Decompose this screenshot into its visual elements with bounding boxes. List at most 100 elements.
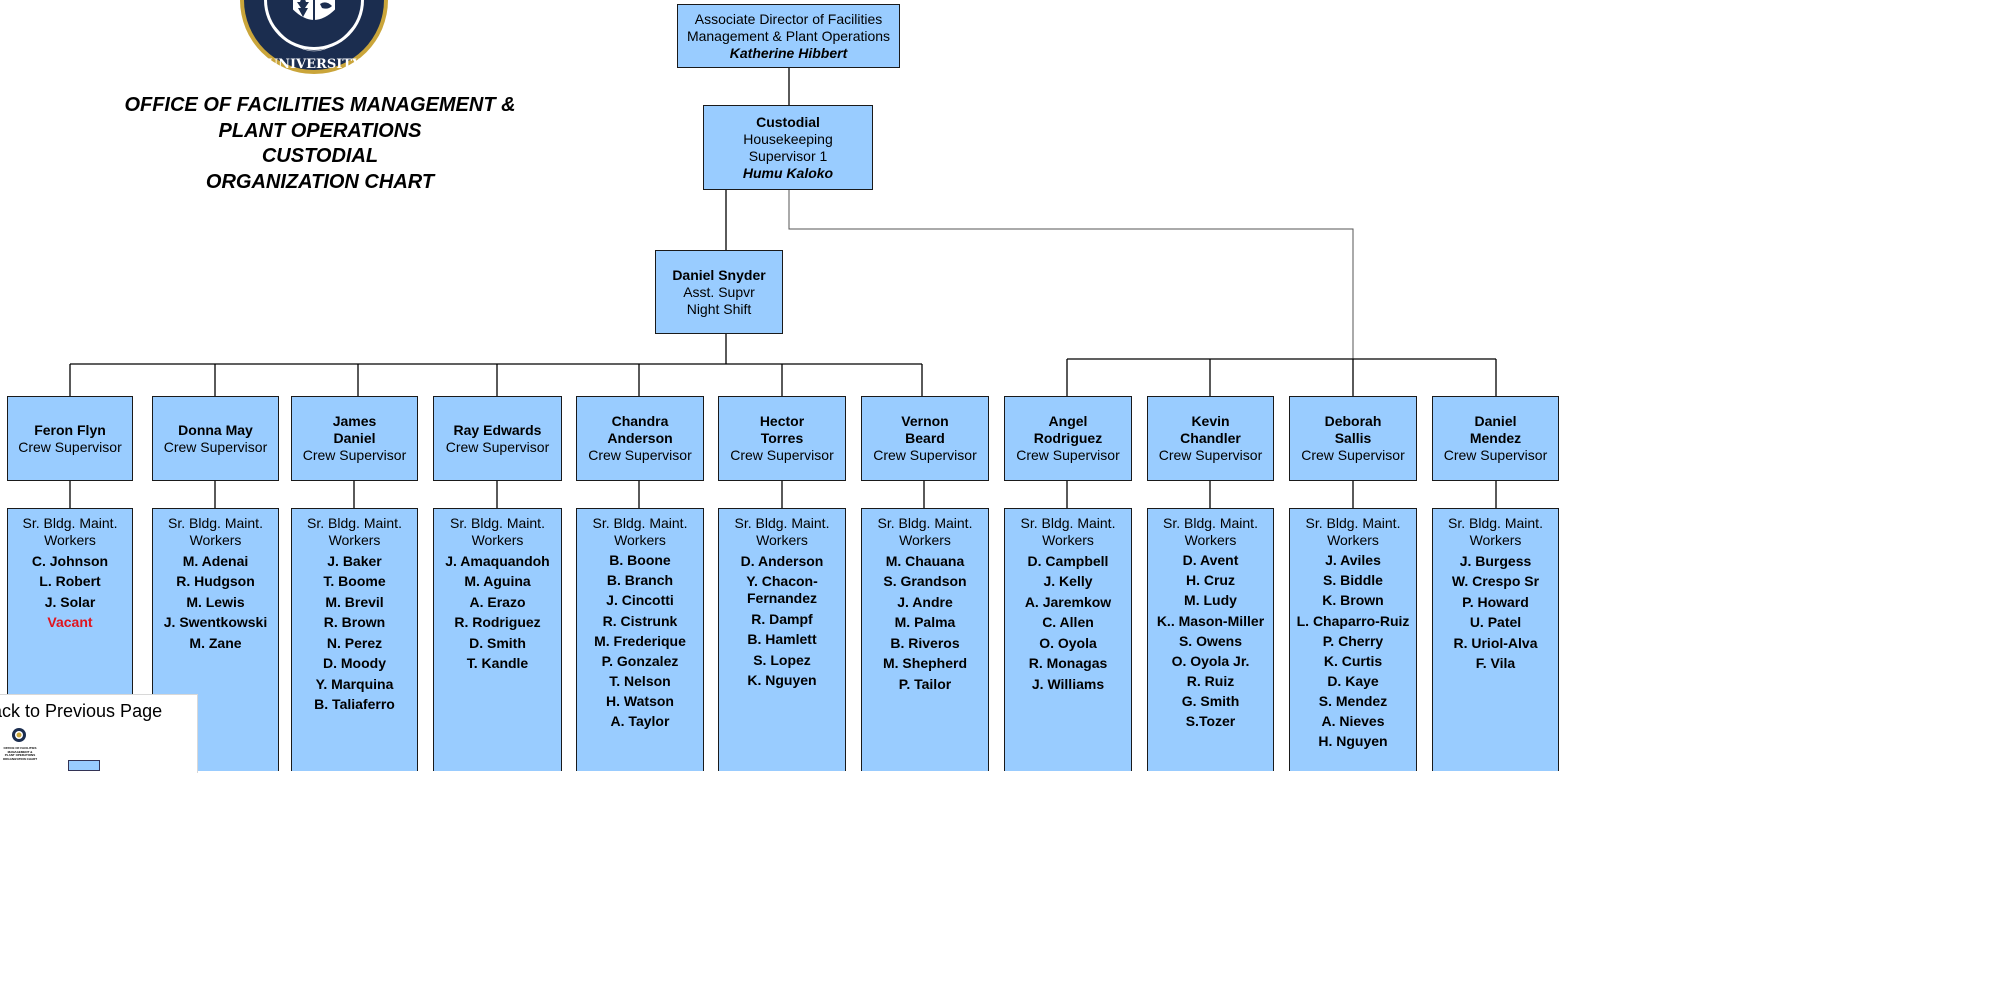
worker-name: P. Tailor [898, 675, 952, 692]
custodial-dept: Custodial [756, 113, 820, 130]
supervisor-name: Angel Rodriguez [1033, 413, 1103, 446]
supervisor-name: Daniel Mendez [1469, 413, 1522, 446]
supervisor-role: Crew Supervisor [1301, 447, 1405, 463]
worker-name: A. Erazo [469, 593, 526, 610]
worker-name: J. Baker [327, 552, 382, 569]
supervisor-name: James Daniel [332, 413, 377, 446]
night-shift-name: Daniel Snyder [672, 266, 766, 283]
thumbnail-box [68, 760, 100, 771]
worker-name: S. Owens [1178, 632, 1242, 649]
worker-name: O. Oyola Jr. [1171, 652, 1250, 669]
title-line-1: OFFICE OF FACILITIES MANAGEMENT & [124, 94, 516, 116]
worker-name: R. Brown [323, 614, 386, 630]
supervisor-role: Crew Supervisor [18, 438, 122, 455]
supervisor-name: Ray Edwards [453, 421, 542, 438]
team-header: Sr. Bldg. Maint. Workers [592, 515, 688, 548]
night-shift-shift: Night Shift [686, 300, 752, 317]
worker-name: K. Curtis [1323, 652, 1383, 669]
worker-name: K. Nguyen [747, 672, 817, 688]
worker-name: T. Boome [323, 573, 386, 589]
worker-name: J. Solar [44, 593, 96, 610]
supervisor-role: Crew Supervisor [1443, 447, 1548, 463]
worker-name: K.. Mason-Miller [1156, 612, 1265, 629]
worker-name: J. Swentkowski [163, 614, 268, 630]
worker-name: B. Boone [609, 552, 671, 569]
worker-name: H. Cruz [1185, 572, 1235, 589]
worker-name: J. Williams [1031, 675, 1105, 692]
supervisor-role: Crew Supervisor [445, 438, 550, 455]
thumb-line-3: ORGANIZATION CHART [2, 756, 38, 761]
custodial-title-line-1: Housekeeping [743, 130, 833, 147]
worker-name: J. Burgess [1459, 552, 1532, 569]
team-header: Sr. Bldg. Maint. Workers [734, 515, 830, 548]
worker-name: A. Jaremkow [1024, 593, 1112, 610]
worker-name: Y. Chacon-Fernandez [746, 573, 818, 606]
worker-name: M. Lewis [186, 593, 245, 610]
university-seal-logo: UNIVERSITY [240, 0, 388, 80]
worker-name: B. Hamlett [747, 631, 817, 647]
connector-lines [69, 68, 1497, 508]
supervisor-role: Crew Supervisor [730, 447, 834, 463]
worker-name: R. Monagas [1028, 655, 1108, 671]
worker-name: T. Kandle [466, 655, 529, 671]
worker-name: D. Avent [1182, 552, 1239, 569]
worker-name: Y. Marquina [315, 675, 394, 692]
worker-name: K. Brown [1322, 592, 1384, 609]
worker-name: D. Moody [323, 655, 386, 671]
worker-name: M. Adenai [182, 552, 249, 569]
director-title-line-2: Management & Plant Operations [686, 27, 891, 44]
worker-name: J. Aviles [1325, 552, 1381, 569]
worker-name: M. Frederique [594, 632, 686, 649]
worker-name: S. Mendez [1318, 692, 1388, 709]
supervisor-name: Deborah Sallis [1324, 413, 1382, 446]
worker-name: D. Smith [469, 634, 526, 651]
supervisor-role: Crew Supervisor [302, 447, 407, 463]
worker-name: Vacant [47, 614, 93, 630]
back-link-label: ack to Previous Page [0, 701, 163, 721]
worker-name: S. Lopez [753, 651, 811, 668]
director-name: Katherine Hibbert [729, 44, 848, 61]
supervisor-role: Crew Supervisor [1158, 447, 1263, 463]
supervisor-role: Crew Supervisor [873, 447, 977, 463]
worker-name: A. Taylor [610, 713, 670, 730]
worker-name: M. Ludy [1184, 592, 1237, 609]
supervisor-role: Crew Supervisor [163, 438, 268, 455]
team-header: Sr. Bldg. Maint. Workers [1020, 515, 1116, 548]
night-shift-box: Daniel Snyder Asst. Supvr Night Shift [655, 250, 783, 334]
thumbnail-title: OFFICE OF FACILITIES MANAGEMENT & PLANT … [0, 746, 40, 761]
worker-name: B. Taliaferro [314, 696, 395, 712]
director-title-line-1: Associate Director of Facilities [694, 10, 883, 27]
worker-name: R. Dampf [751, 610, 813, 627]
worker-name: P. Howard [1462, 593, 1529, 610]
custodial-name: Humu Kaloko [742, 164, 834, 181]
supervisor-name: Chandra Anderson [607, 413, 673, 446]
worker-name: G. Smith [1181, 692, 1240, 709]
seal-text: UNIVERSITY [267, 57, 362, 72]
worker-name: W. Crespo Sr [1451, 573, 1540, 589]
worker-name: A. Nieves [1321, 713, 1385, 730]
supervisor-name: Feron Flyn [34, 421, 106, 438]
supervisor-name: Donna May [178, 421, 253, 438]
worker-name: D. Anderson [740, 552, 824, 569]
supervisor-role: Crew Supervisor [1016, 447, 1120, 463]
worker-name: L. Chaparro-Ruiz [1296, 612, 1410, 629]
worker-name: J. Andre [897, 593, 953, 610]
title-line-4: ORGANIZATION CHART [205, 170, 435, 193]
back-to-previous-page-link[interactable]: ack to Previous Page OFFICE OF FACILITIE… [0, 694, 198, 773]
thumb-line-1: OFFICE OF FACILITIES MANAGEMENT & [3, 746, 37, 754]
custodial-supervisor-box: Custodial Housekeeping Supervisor 1 Humu… [703, 105, 873, 190]
worker-name: R. Uriol-Alva [1453, 634, 1538, 651]
